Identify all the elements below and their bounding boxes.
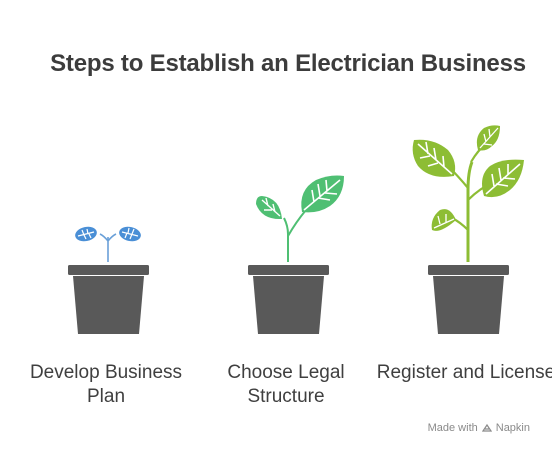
sprout-leaf-right: [119, 226, 141, 242]
step-label-register-and-license: Register and License: [376, 362, 552, 383]
branding-prefix: Made with: [427, 422, 478, 434]
step-label-develop-business-plan: Develop Business Plan: [29, 362, 183, 407]
pot-2: [248, 265, 329, 334]
seedling-leaf-left: [256, 196, 282, 220]
step-1-sprout: [68, 226, 149, 334]
plant-leaf-large-left: [412, 139, 456, 177]
diagram-title: Steps to Establish an Electrician Busine…: [50, 50, 526, 77]
step-3-young-plant: [412, 125, 524, 334]
napkin-branding[interactable]: Made with Napkin: [428, 422, 530, 434]
branding-brand: Napkin: [495, 422, 530, 434]
step-label-choose-legal-structure: Choose Legal Structure: [227, 362, 345, 407]
step-2-seedling: [248, 175, 344, 334]
pot-1: [68, 265, 149, 334]
sprout-leaf-left: [75, 226, 97, 242]
pot-3: [428, 265, 509, 334]
seedling-leaf-right: [301, 175, 344, 213]
napkin-logo-icon: [481, 423, 492, 433]
plant-leaf-small-left: [431, 209, 456, 231]
plant-leaf-right: [482, 159, 524, 198]
plant-leaf-top: [476, 125, 500, 151]
